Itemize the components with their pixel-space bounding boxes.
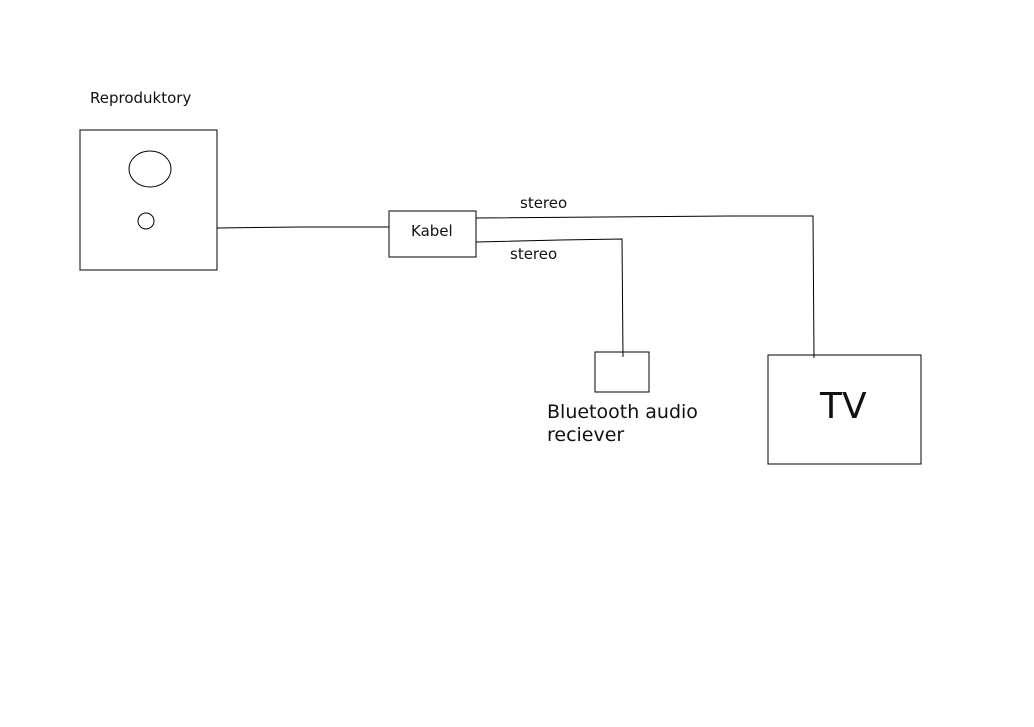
tv-box <box>767 354 922 465</box>
stereo-label-bottom: stereo <box>510 245 558 263</box>
tv-label: TV <box>820 386 867 427</box>
speaker-woofer <box>128 150 172 188</box>
cable-to-bluetooth-line <box>475 238 624 358</box>
bluetooth-receiver-box <box>594 351 650 393</box>
stereo-label-top: stereo <box>520 194 568 212</box>
cable-label: Kabel <box>411 222 453 240</box>
speaker-to-cable-line <box>216 226 389 229</box>
cable-to-tv-line <box>475 215 815 359</box>
bluetooth-label-line1: Bluetooth audio <box>547 401 698 423</box>
bluetooth-label-line2: reciever <box>547 424 625 446</box>
speaker-label: Reproduktory <box>90 89 192 107</box>
cable-box <box>388 210 477 258</box>
speaker-box <box>79 129 218 271</box>
bluetooth-label: Bluetooth audio reciever <box>547 401 698 447</box>
speaker-tweeter <box>137 212 155 230</box>
